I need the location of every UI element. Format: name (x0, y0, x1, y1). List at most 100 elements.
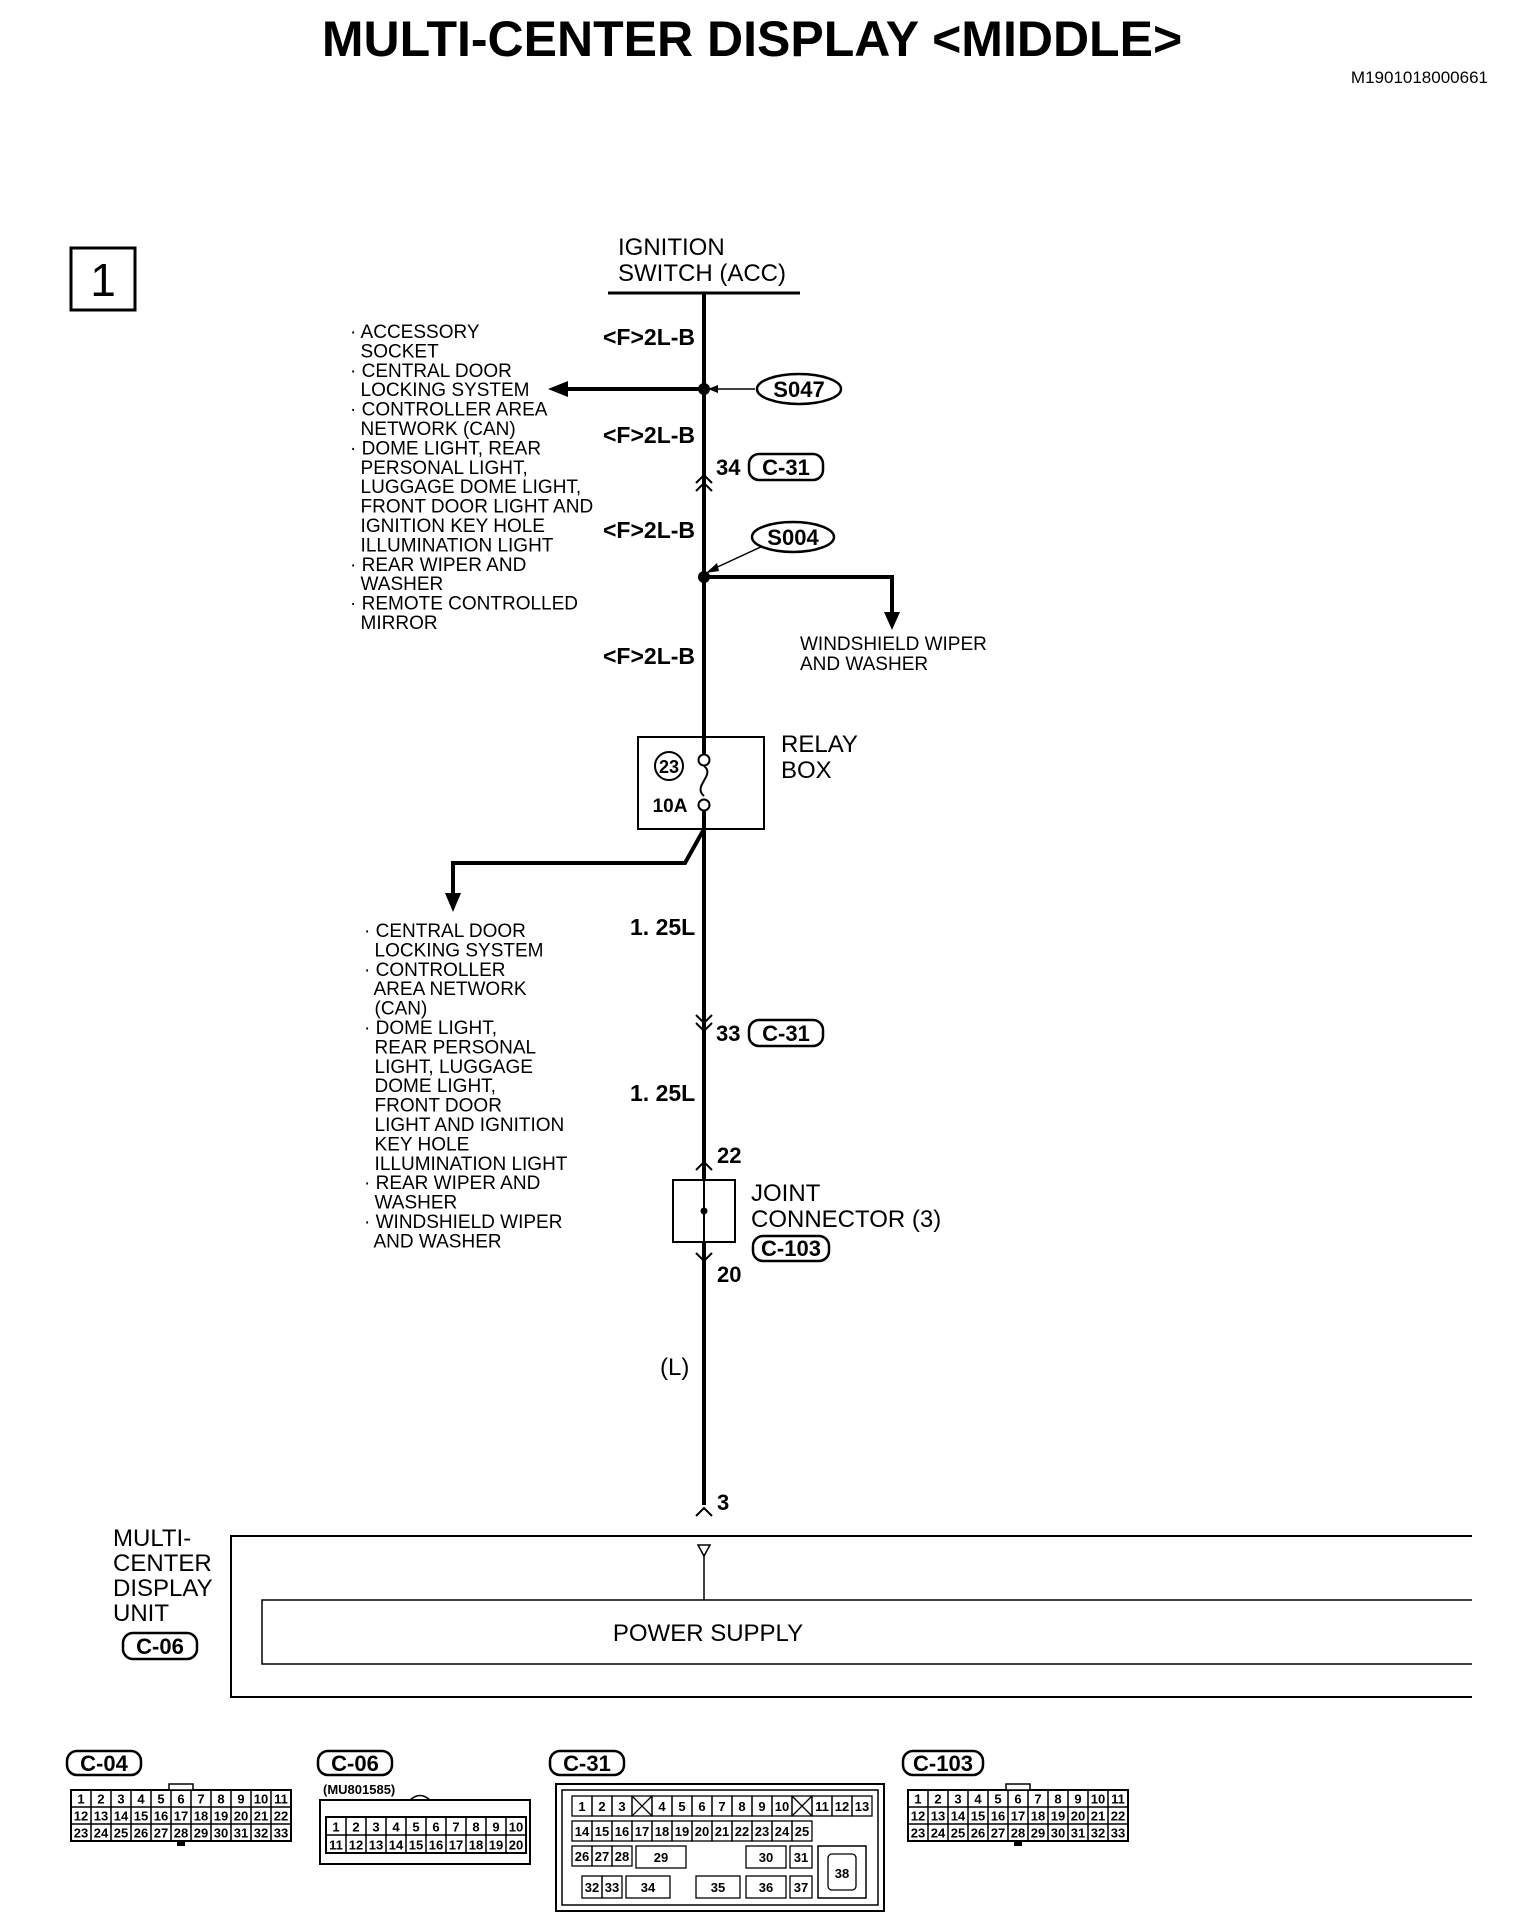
c04-pin: 27 (154, 1826, 168, 1841)
c103-pin: 11 (1111, 1792, 1125, 1807)
branch-top-line: MIRROR (350, 613, 438, 634)
c103-pin: 32 (1091, 1826, 1105, 1841)
c103-pin: 10 (1091, 1792, 1105, 1807)
c103-pin: 20 (1071, 1809, 1085, 1824)
branch-bottom-line: WASHER (364, 1193, 457, 1214)
splice-leader-2 (710, 544, 766, 571)
c31-cavity (745, 1845, 787, 1869)
c103-pin: 2 (934, 1792, 941, 1807)
branch-arrow-right (884, 612, 900, 630)
branch-top-line: NETWORK (CAN) (350, 419, 516, 440)
c04-pin: 33 (274, 1826, 288, 1841)
c04-pin: 20 (234, 1809, 248, 1824)
c04-pin: 24 (94, 1826, 109, 1841)
c31-pin: 18 (655, 1824, 669, 1839)
branch-bottom-line: LIGHT, LUGGAGE (364, 1057, 533, 1078)
c31-pin: 30 (759, 1850, 773, 1865)
c06-part-number: (MU801585) (323, 1782, 395, 1797)
splice-label-s047: S047 (773, 377, 824, 402)
fuse-number-circle (654, 751, 684, 781)
c31-cavity (791, 1820, 813, 1842)
c103-pin: 1 (914, 1792, 921, 1807)
relay-label-1: RELAY (781, 731, 858, 758)
c31-pin: 17 (635, 1824, 649, 1839)
c31-pin: 22 (735, 1824, 749, 1839)
branch-bottom-line: · DOME LIGHT, (364, 1018, 497, 1039)
splice-badge-s047 (755, 372, 843, 406)
c04-badge (65, 1749, 143, 1777)
splice-label-s004: S004 (767, 525, 819, 550)
c31-cavity (851, 1795, 873, 1817)
unit-label-1: MULTI- (113, 1525, 191, 1552)
c04-pin: 30 (214, 1826, 228, 1841)
c06-pin: 8 (472, 1820, 479, 1835)
c04-label: C-04 (80, 1751, 128, 1776)
fuse-amp: 10A (653, 796, 688, 817)
c31-pin: 36 (759, 1880, 773, 1895)
unit-label-3: DISPLAY (113, 1575, 213, 1602)
c06-pin: 9 (492, 1820, 499, 1835)
c31-pin: 27 (595, 1849, 609, 1864)
branch-top-line: · REMOTE CONTROLLED (350, 594, 578, 615)
c103-pin: 24 (931, 1826, 946, 1841)
c06-pin: 17 (449, 1838, 463, 1853)
c103-pin: 9 (1074, 1792, 1081, 1807)
c103-pin: 5 (994, 1792, 1001, 1807)
c04-latch (168, 1783, 194, 1791)
c31-blank-cavity (631, 1795, 653, 1817)
c31-pin: 8 (738, 1799, 745, 1814)
c103-pin: 15 (971, 1809, 985, 1824)
unit-label-2: CENTER (113, 1550, 212, 1577)
c103-pin: 12 (911, 1809, 925, 1824)
c31-pin: 16 (615, 1824, 629, 1839)
c06-latch (409, 1794, 431, 1801)
c31-pin-large: 38 (835, 1866, 849, 1881)
fuse-icon (699, 765, 709, 797)
ignition-label-1: IGNITION (618, 234, 725, 261)
connector-badge-c103 (751, 1234, 831, 1263)
c103-pin: 3 (954, 1792, 961, 1807)
branch-top-line: · DOME LIGHT, REAR (350, 438, 541, 459)
c04-pin: 21 (254, 1809, 268, 1824)
c31-pin: 19 (675, 1824, 689, 1839)
c31-pin: 5 (678, 1799, 685, 1814)
branch-top-line: · CENTRAL DOOR (350, 361, 512, 382)
c06-label: C-06 (331, 1751, 379, 1776)
c04-pin: 4 (137, 1792, 145, 1807)
c06-badge (316, 1749, 394, 1777)
c04-pin: 31 (234, 1826, 248, 1841)
c04-pin: 16 (154, 1809, 168, 1824)
c31-pin: 1 (578, 1799, 585, 1814)
branch-bottom-line: FRONT DOOR (364, 1096, 502, 1117)
c04-pin: 2 (97, 1792, 104, 1807)
branch-top-line: IGNITION KEY HOLE (350, 516, 545, 537)
power-supply-label: POWER SUPPLY (613, 1620, 803, 1647)
c04-pin: 18 (194, 1809, 208, 1824)
unit-terminal (696, 1544, 712, 1558)
connector-symbol-34 (695, 473, 713, 492)
branch-bottom-line: LOCKING SYSTEM (364, 940, 543, 961)
wire-label-3: <F>2L-B (603, 517, 695, 543)
c04-pin: 22 (274, 1809, 288, 1824)
branch-bottom-line: ILLUMINATION LIGHT (364, 1154, 568, 1175)
connector-badge-c31-b (747, 1018, 825, 1048)
c04-pin: 12 (74, 1809, 88, 1824)
c04-pin: 8 (217, 1792, 224, 1807)
c31-cavity (745, 1875, 787, 1899)
c31-cavity (789, 1875, 813, 1899)
c04-pin: 28 (174, 1826, 188, 1841)
c31-pin: 11 (815, 1799, 829, 1814)
c31-pin: 32 (585, 1880, 599, 1895)
c04-pin: 25 (114, 1826, 128, 1841)
c06-pin: 1 (332, 1820, 339, 1835)
c103-pin: 18 (1031, 1809, 1045, 1824)
branch-top-line: LUGGAGE DOME LIGHT, (350, 477, 581, 498)
wire-label-7: (L) (660, 1354, 689, 1381)
c31-pin: 2 (598, 1799, 605, 1814)
c04-pin: 10 (254, 1792, 268, 1807)
sheet-number: 1 (90, 254, 116, 306)
c103-pin: 16 (991, 1809, 1005, 1824)
branch-list-top: · ACCESSORY SOCKET· CENTRAL DOOR LOCKING… (350, 322, 593, 634)
